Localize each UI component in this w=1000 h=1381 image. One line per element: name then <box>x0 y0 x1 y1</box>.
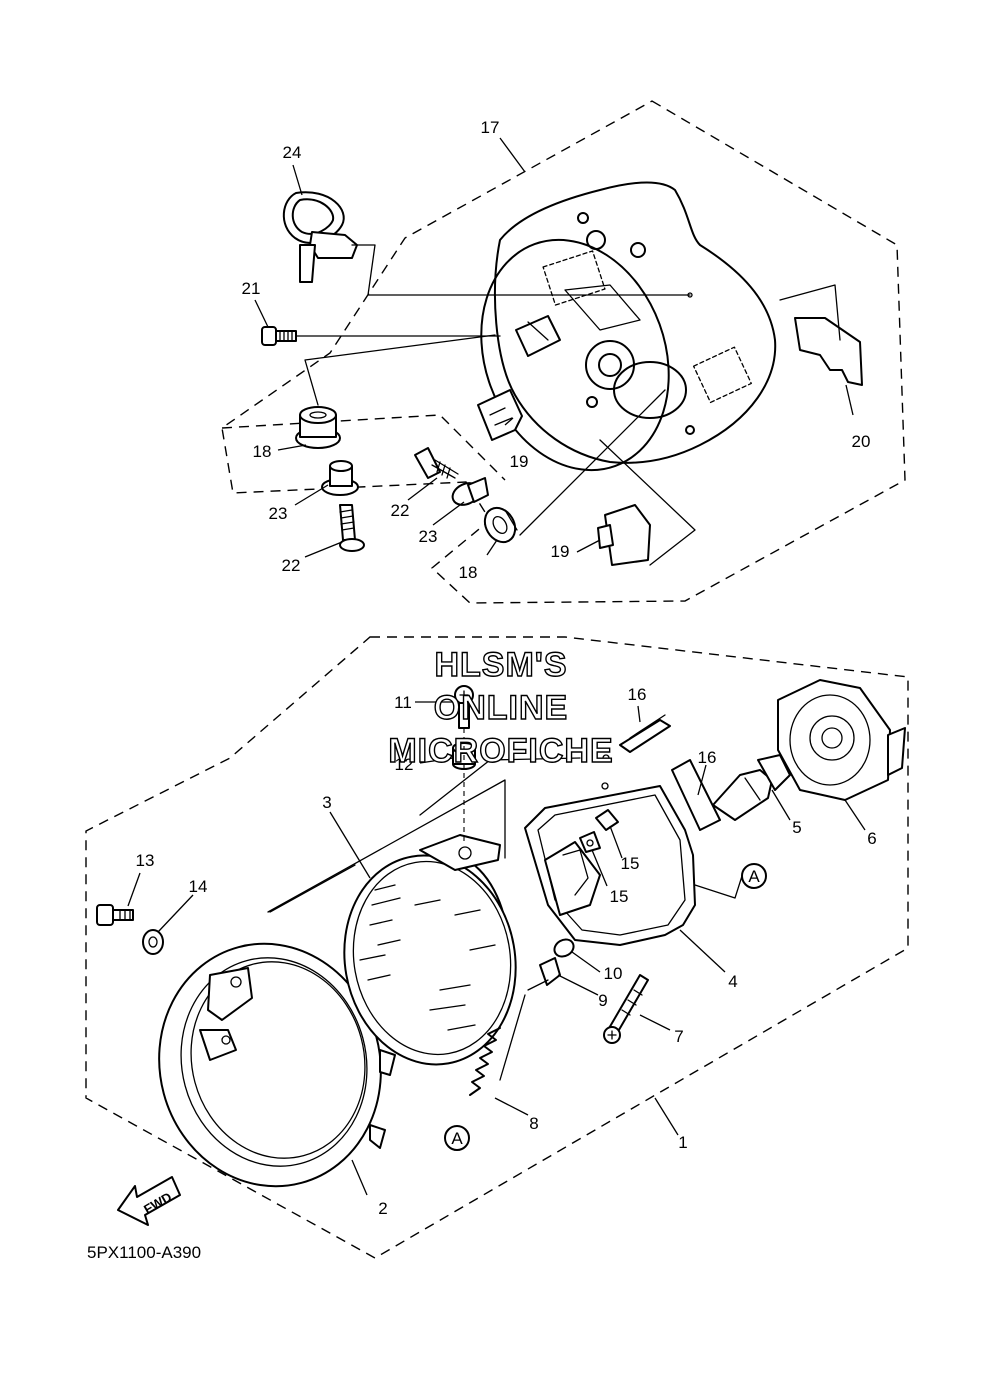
callout-12: 12 <box>395 755 414 774</box>
callout-14: 14 <box>189 877 208 896</box>
clamp-bracket-24 <box>282 191 358 283</box>
nut-15-lower <box>579 831 601 853</box>
leader-line-18-upper <box>304 334 496 406</box>
watermark-line-1: HLSM'S <box>434 646 567 684</box>
sub-boundary-22-23 <box>221 414 506 481</box>
fwd-arrow-icon: FWD <box>117 1176 181 1226</box>
callout-6: 6 <box>867 829 876 848</box>
callout-labels: 17 24 21 18 19 20 23 22 23 22 18 19 16 1… <box>136 118 877 1218</box>
grommet-18-lower <box>483 506 518 544</box>
callout-21: 21 <box>242 279 261 298</box>
bolt-22-left <box>339 504 365 552</box>
callout-8: 8 <box>529 1114 538 1133</box>
leader-line-19-lower <box>599 439 696 566</box>
callout-18-lower: 18 <box>459 563 478 582</box>
watermark-line-2: ONLINE <box>434 689 568 727</box>
callout-5: 5 <box>792 818 801 837</box>
ref-marker-a-right: A <box>741 863 767 889</box>
nut-15-upper <box>595 809 619 831</box>
callout-18-upper: 18 <box>253 442 272 461</box>
leader-line-24 <box>351 244 691 296</box>
callout-7: 7 <box>674 1027 683 1046</box>
callout-17: 17 <box>481 118 500 137</box>
callout-15-upper: 15 <box>621 854 640 873</box>
spring-8 <box>469 1027 501 1096</box>
callout-3: 3 <box>322 793 331 812</box>
collar-23-middle <box>451 477 489 506</box>
headlight-group-boundary <box>85 636 909 1259</box>
bulb-10 <box>553 938 575 958</box>
headlight-housing <box>480 181 777 472</box>
nut-14 <box>142 929 164 955</box>
headlight-lens-unit <box>343 834 517 1066</box>
bolt-22-middle <box>414 447 459 479</box>
callout-15-lower: 15 <box>610 887 629 906</box>
clip-19-upper <box>477 389 523 441</box>
callout-22-left: 22 <box>282 556 301 575</box>
grommet-18-upper <box>295 406 341 449</box>
headlight-case <box>524 754 696 946</box>
watermark-line-3: MICROFICHE <box>388 732 613 770</box>
screw-13 <box>96 904 134 926</box>
headlight-group: A A <box>85 636 909 1259</box>
connector-16-right <box>671 759 721 831</box>
plate-20 <box>794 317 863 386</box>
headlight-rim <box>158 942 396 1188</box>
collar-23-left <box>321 460 359 496</box>
ref-marker-a-right-text: A <box>748 867 760 886</box>
callout-10: 10 <box>604 964 623 983</box>
axis-line-18-lower <box>519 389 666 536</box>
socket-cover-6 <box>777 679 906 801</box>
callout-20: 20 <box>852 432 871 451</box>
watermark: HLSM'S ONLINE MICROFICHE <box>388 645 614 770</box>
leader-line-20 <box>779 284 841 341</box>
screw-21 <box>261 326 297 346</box>
callout-4: 4 <box>728 972 737 991</box>
callout-19-lower: 19 <box>551 542 570 561</box>
callout-9: 9 <box>598 991 607 1010</box>
callout-24: 24 <box>283 143 302 162</box>
callout-22-middle: 22 <box>391 501 410 520</box>
callout-19-upper: 19 <box>510 452 529 471</box>
callout-23-middle: 23 <box>419 527 438 546</box>
connector-16-top <box>619 714 671 753</box>
callout-13: 13 <box>136 851 155 870</box>
housing-group <box>221 100 906 604</box>
callout-leaders <box>127 137 866 1196</box>
callout-1: 1 <box>678 1133 687 1152</box>
holder-9 <box>527 957 561 991</box>
ref-marker-a-left: A <box>444 1125 470 1151</box>
callout-2: 2 <box>378 1199 387 1218</box>
ref-marker-a-left-text: A <box>451 1129 463 1148</box>
callout-16-top: 16 <box>628 685 647 704</box>
diagram-code: 5PX1100-A390 <box>87 1243 201 1262</box>
callout-11: 11 <box>394 693 412 712</box>
adjust-screw-7 <box>603 974 649 1044</box>
bulb-5 <box>712 754 791 821</box>
callout-23-left: 23 <box>269 504 288 523</box>
clip-19-lower <box>597 504 651 566</box>
callout-16-right: 16 <box>698 748 717 767</box>
